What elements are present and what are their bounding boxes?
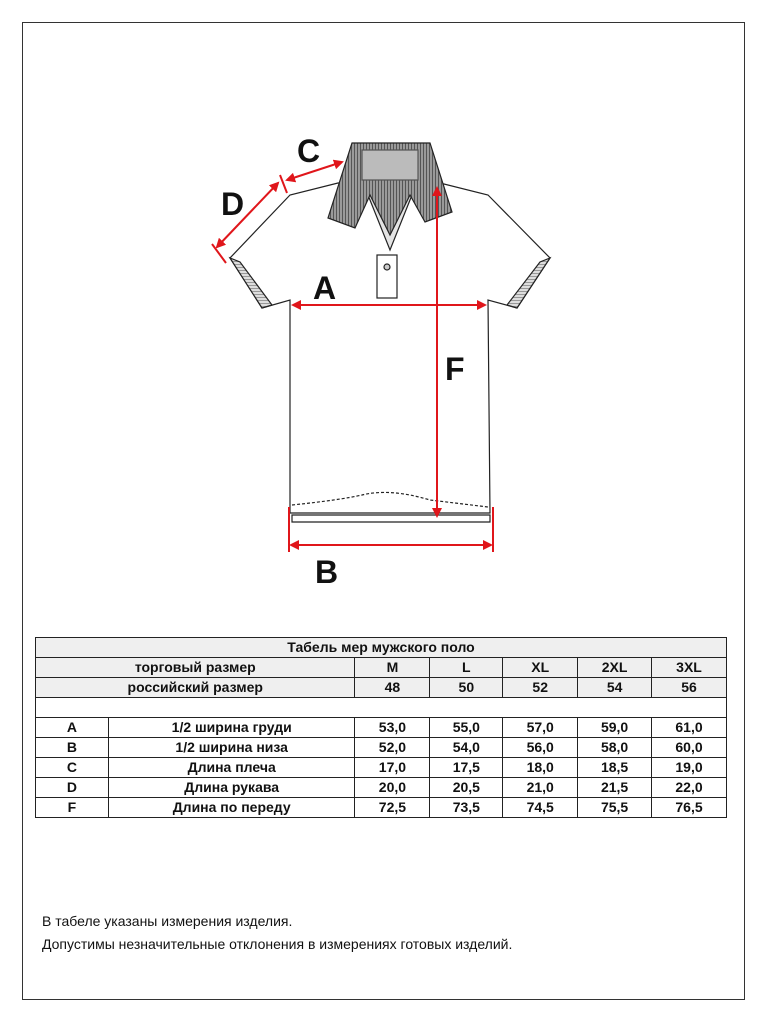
russian-size-row: российский размер 48 50 52 54 56: [34, 677, 727, 698]
measure-value: 74,5: [502, 797, 579, 818]
measure-code: A: [35, 717, 109, 738]
measure-value: 57,0: [502, 717, 579, 738]
measure-name: 1/2 ширина низа: [107, 737, 356, 758]
measure-value: 53,0: [354, 717, 431, 738]
russian-size-cell: 54: [577, 677, 653, 698]
measure-value: 17,0: [354, 757, 431, 778]
measure-code: C: [35, 757, 109, 778]
label-a: A: [313, 270, 336, 306]
table-title-row: Табель мер мужского поло: [35, 637, 727, 658]
arrow-c: [285, 159, 344, 183]
measure-value: 60,0: [651, 737, 727, 758]
measure-value: 72,5: [354, 797, 431, 818]
size-cell: 3XL: [651, 657, 727, 678]
trade-size-row: торговый размер M L XL 2XL 3XL: [34, 657, 727, 678]
shirt-outline: [228, 142, 552, 523]
note-line: Допустимы незначительные отклонения в из…: [42, 936, 513, 952]
russian-size-label: российский размер: [34, 677, 356, 698]
russian-size-cell: 52: [502, 677, 579, 698]
size-cell: 2XL: [577, 657, 653, 678]
measurement-arrows: [211, 159, 494, 552]
polo-shirt-diagram: C D A F B: [211, 133, 552, 590]
measure-value: 54,0: [429, 737, 504, 758]
measure-value: 52,0: [354, 737, 431, 758]
measure-value: 75,5: [577, 797, 653, 818]
size-cell: L: [429, 657, 504, 678]
measure-value: 17,5: [429, 757, 504, 778]
label-d: D: [221, 186, 244, 222]
size-table: Табель мер мужского поло торговый размер…: [34, 637, 727, 818]
spacer-cell: [35, 697, 727, 718]
measure-value: 55,0: [429, 717, 504, 738]
tick-d: [211, 243, 227, 264]
measure-value: 59,0: [577, 717, 653, 738]
measure-value: 73,5: [429, 797, 504, 818]
russian-size-cell: 48: [354, 677, 431, 698]
measure-name: 1/2 ширина груди: [107, 717, 356, 738]
note-line: В табеле указаны измерения изделия.: [42, 913, 293, 929]
size-cell: M: [354, 657, 431, 678]
measure-code: B: [35, 737, 109, 758]
measure-value: 21,5: [577, 777, 653, 798]
label-b: B: [315, 554, 338, 590]
trade-size-label: торговый размер: [34, 657, 356, 678]
measure-value: 56,0: [502, 737, 579, 758]
measure-value: 76,5: [651, 797, 727, 818]
measure-value: 58,0: [577, 737, 653, 758]
measure-value: 22,0: [651, 777, 727, 798]
russian-size-cell: 56: [651, 677, 727, 698]
tick-c: [279, 174, 288, 194]
measure-value: 18,0: [502, 757, 579, 778]
russian-size-cell: 50: [429, 677, 504, 698]
arrow-d: [215, 181, 280, 249]
measure-value: 61,0: [651, 717, 727, 738]
label-c: C: [297, 133, 320, 169]
measure-value: 19,0: [651, 757, 727, 778]
measure-value: 20,5: [429, 777, 504, 798]
measure-value: 20,0: [354, 777, 431, 798]
measure-code: D: [35, 777, 109, 798]
measure-value: 18,5: [577, 757, 653, 778]
measure-code: F: [35, 797, 109, 818]
measure-name: Длина рукава: [107, 777, 356, 798]
page-frame: [22, 22, 745, 1000]
label-f: F: [445, 351, 465, 387]
spacer-row: [35, 697, 727, 718]
size-cell: XL: [502, 657, 579, 678]
measure-value: 21,0: [502, 777, 579, 798]
notes: В табеле указаны измерения изделия. Допу…: [42, 910, 512, 956]
table-title: Табель мер мужского поло: [35, 637, 727, 658]
measure-name: Длина плеча: [107, 757, 356, 778]
measure-name: Длина по переду: [107, 797, 356, 818]
